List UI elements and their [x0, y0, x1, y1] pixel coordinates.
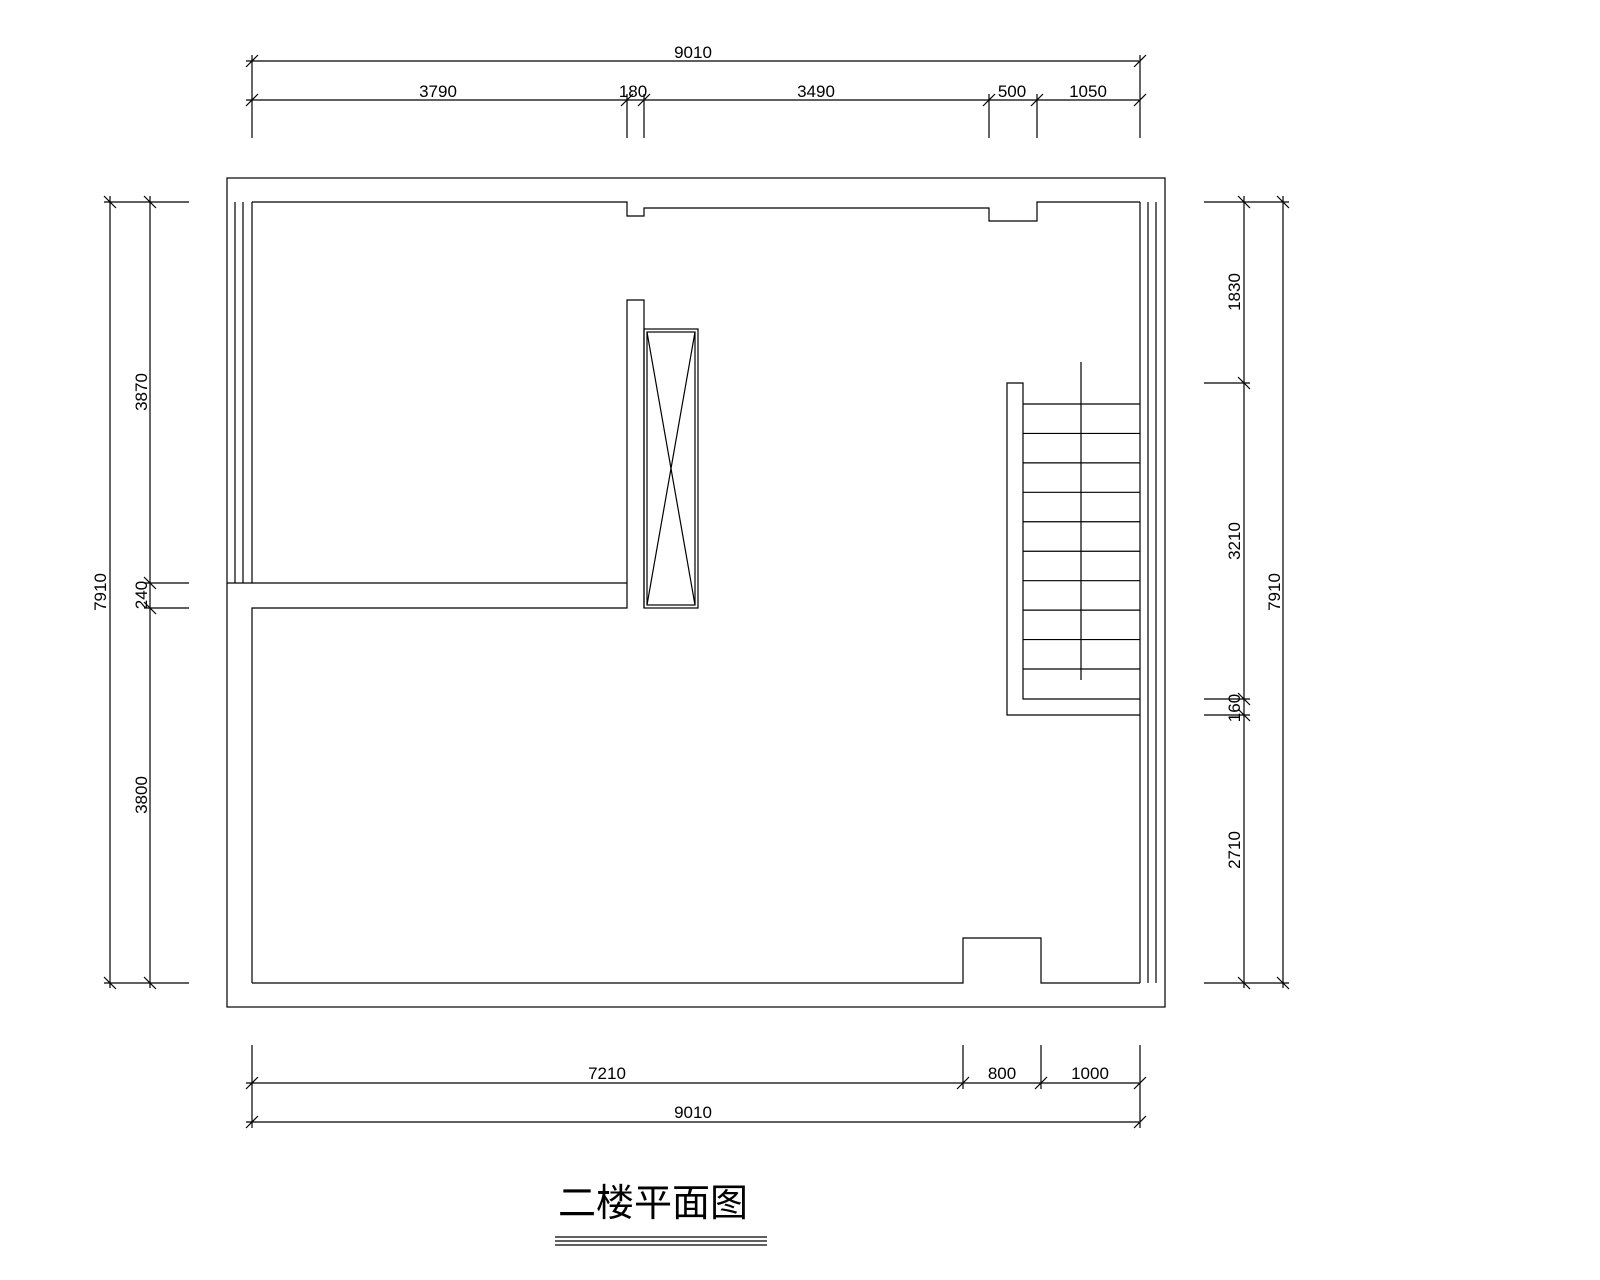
- left-dimensions: [103, 195, 189, 990]
- dim-right-total: 7910: [1265, 573, 1284, 611]
- dim-left-seg-3: 3800: [132, 776, 151, 814]
- dim-top-seg-2: 180: [619, 82, 647, 101]
- dim-left-seg-1: 3870: [132, 373, 151, 411]
- dim-top-seg-4: 500: [998, 82, 1026, 101]
- right-dimensions: [1204, 195, 1290, 990]
- dim-bottom-seg-3: 1000: [1071, 1064, 1109, 1083]
- dim-left-total: 7910: [91, 573, 110, 611]
- dim-top-total: 9010: [674, 43, 712, 62]
- left-window: [227, 202, 252, 584]
- staircase: [1006, 362, 1140, 716]
- top-dimensions: [245, 54, 1147, 138]
- dim-right-seg-4: 2710: [1225, 831, 1244, 869]
- dim-top-seg-5: 1050: [1069, 82, 1107, 101]
- dim-bottom-total: 9010: [674, 1103, 712, 1122]
- dim-right-seg-2: 3210: [1225, 522, 1244, 560]
- title-underline: [555, 1236, 767, 1246]
- dim-bottom-seg-1: 7210: [588, 1064, 626, 1083]
- dim-bottom-seg-2: 800: [988, 1064, 1016, 1083]
- right-window: [1147, 202, 1157, 983]
- dim-top-seg-1: 3790: [419, 82, 457, 101]
- dim-left-seg-2: 240: [132, 581, 151, 609]
- bottom-dimensions: [245, 1045, 1147, 1129]
- outer-wall: [226, 177, 1166, 1008]
- dim-right-seg-3: 160: [1225, 694, 1244, 722]
- drawing-title: 二楼平面图: [558, 1181, 748, 1225]
- dim-right-seg-1: 1830: [1225, 273, 1244, 311]
- shaft-void: [643, 328, 699, 609]
- dim-top-seg-3: 3490: [797, 82, 835, 101]
